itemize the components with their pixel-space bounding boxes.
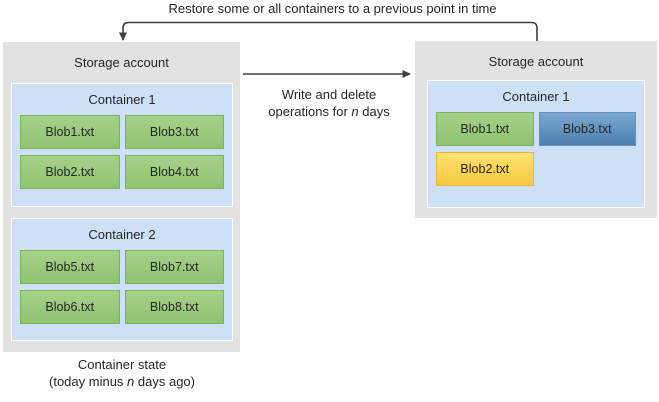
caption-line2-pre: (today minus <box>49 374 128 389</box>
blob-label: Blob2.txt <box>460 162 510 176</box>
operations-label-line1: Write and delete <box>281 87 377 102</box>
blob-empty-slot <box>539 152 637 186</box>
blob-item: Blob3.txt <box>538 112 636 146</box>
blob-item: Blob1.txt <box>436 112 534 146</box>
blob-label: Blob6.txt <box>45 300 95 314</box>
blob-label: Blob3.txt <box>562 122 612 136</box>
blob-grid: Blob1.txt Blob3.txt Blob2.txt Blob4.txt <box>12 107 232 189</box>
blob-grid: Blob1.txt Blob3.txt Blob2.txt <box>428 104 644 186</box>
blob-label: Blob3.txt <box>149 125 199 139</box>
operations-label-line2-pre: operations for <box>268 104 352 119</box>
caption-n-variable: n <box>127 374 135 389</box>
restore-label: Restore some or all containers to a prev… <box>168 1 497 16</box>
blob-item: Blob7.txt <box>124 250 224 284</box>
restore-arrow <box>119 21 538 41</box>
storage-account-current: Storage account Container 1 Blob1.txt Bl… <box>415 41 657 218</box>
caption-line2-post: days ago) <box>134 374 195 389</box>
blob-label: Blob1.txt <box>45 125 95 139</box>
blob-label: Blob8.txt <box>149 300 199 314</box>
blob-item: Blob1.txt <box>20 115 120 149</box>
blob-item: Blob4.txt <box>124 155 224 189</box>
container-title: Container 1 <box>502 89 570 104</box>
blob-item: Blob2.txt <box>20 155 120 189</box>
operations-label-n-variable: n <box>351 104 359 119</box>
caption-line1: Container state <box>77 357 167 372</box>
blob-item: Blob2.txt <box>436 152 534 186</box>
container-1-previous: Container 1 Blob1.txt Blob3.txt Blob2.tx… <box>11 83 233 207</box>
container-1-current: Container 1 Blob1.txt Blob3.txt Blob2.tx… <box>427 80 645 208</box>
blob-label: Blob4.txt <box>149 165 199 179</box>
storage-account-title: Storage account <box>488 54 584 69</box>
blob-item: Blob3.txt <box>124 115 224 149</box>
storage-account-title: Storage account <box>74 55 169 70</box>
container-title: Container 2 <box>88 227 156 242</box>
blob-item: Blob5.txt <box>20 250 120 284</box>
operations-label: Write and delete operations for n days <box>240 86 418 120</box>
storage-account-previous: Storage account Container 1 Blob1.txt Bl… <box>3 42 240 352</box>
container-2-previous: Container 2 Blob5.txt Blob7.txt Blob6.tx… <box>11 218 233 341</box>
blob-label: Blob5.txt <box>45 260 95 274</box>
operations-label-line2-post: days <box>358 104 390 119</box>
blob-item: Blob8.txt <box>124 290 224 324</box>
blob-label: Blob2.txt <box>45 165 95 179</box>
blob-grid: Blob5.txt Blob7.txt Blob6.txt Blob8.txt <box>12 242 232 324</box>
blob-label: Blob1.txt <box>460 122 510 136</box>
operations-label-line2: operations for n days <box>240 103 418 120</box>
caption-line2: (today minus n days ago) <box>0 373 244 390</box>
container-state-caption: Container state (today minus n days ago) <box>0 356 244 390</box>
blob-item: Blob6.txt <box>20 290 120 324</box>
blob-label: Blob7.txt <box>149 260 199 274</box>
container-title: Container 1 <box>88 92 156 107</box>
